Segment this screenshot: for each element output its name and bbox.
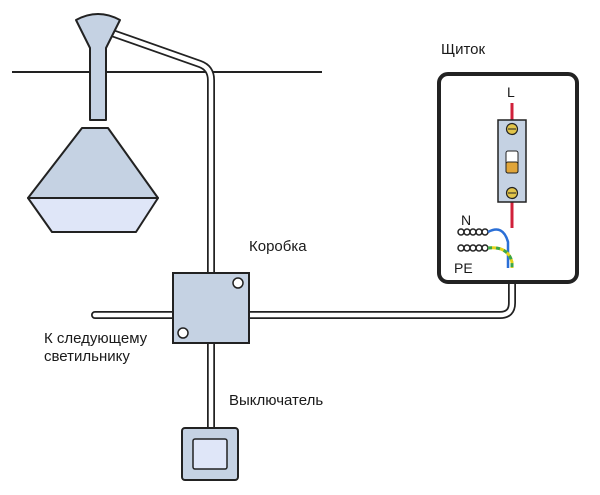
next-lamp-label-line1: К следующему bbox=[44, 330, 148, 347]
cable-lamp-to-box bbox=[108, 29, 215, 279]
neutral-terminal-bar bbox=[457, 228, 489, 236]
circuit-breaker bbox=[497, 119, 527, 203]
switch-label: Выключатель bbox=[229, 392, 323, 409]
junction-box bbox=[172, 272, 250, 344]
neutral-wire bbox=[487, 228, 510, 268]
junction-box-label: Коробка bbox=[249, 238, 307, 255]
next-lamp-label-line2: светильнику bbox=[44, 348, 130, 365]
ceiling-lamp bbox=[27, 13, 159, 233]
junction-box-screw bbox=[232, 277, 244, 289]
panel-label: Щиток bbox=[441, 41, 485, 58]
phase-label: L bbox=[507, 84, 515, 100]
light-switch bbox=[181, 427, 239, 481]
earth-terminal-bar bbox=[457, 244, 489, 252]
distribution-panel bbox=[437, 72, 579, 284]
neutral-label: N bbox=[461, 212, 471, 228]
protective-earth-label: PE bbox=[454, 260, 473, 276]
junction-box-screw bbox=[177, 327, 189, 339]
cable-horizontal bbox=[91, 264, 516, 319]
